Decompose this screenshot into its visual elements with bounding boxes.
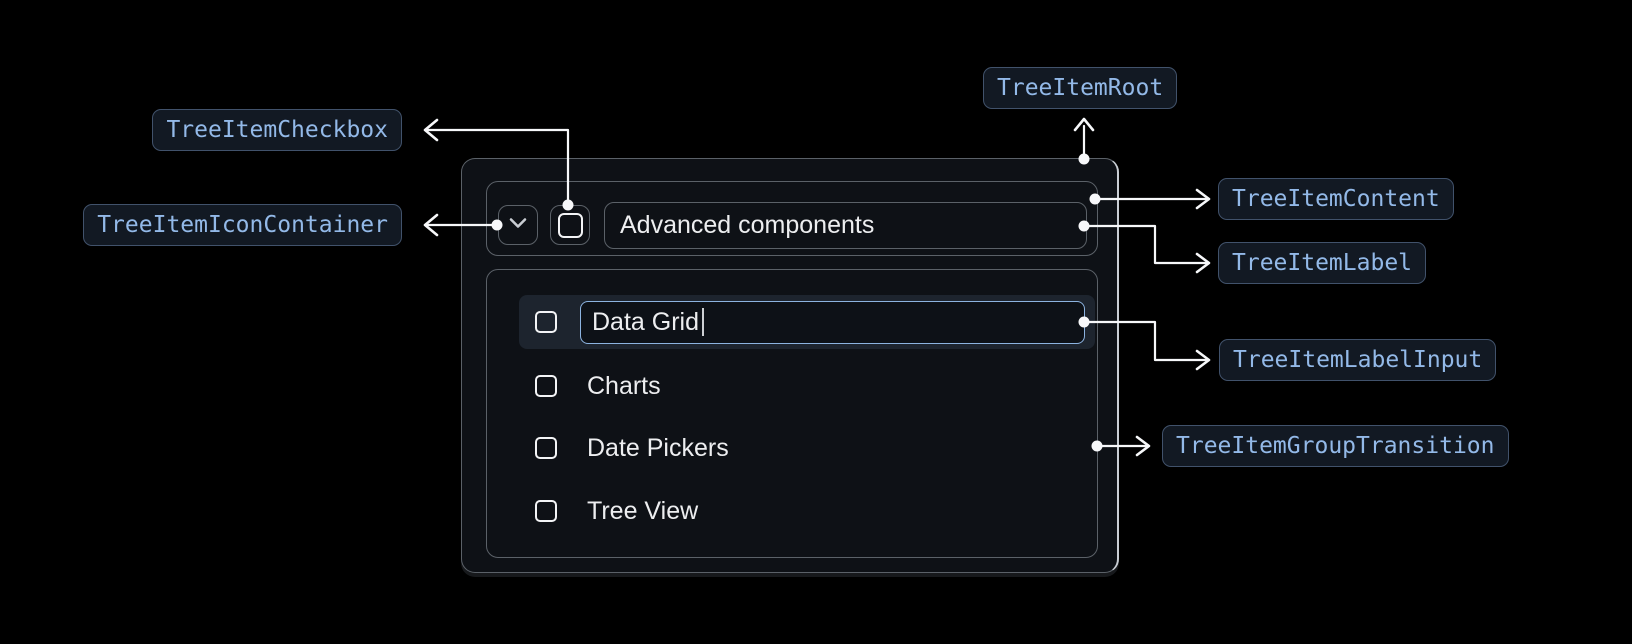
annotation-tree-item-checkbox: TreeItemCheckbox — [152, 109, 402, 151]
checkbox-unchecked-icon — [557, 212, 583, 238]
annotation-tree-item-icon-container: TreeItemIconContainer — [83, 204, 402, 246]
tree-item-group-transition: Data Grid Charts Date Pickers Tree View — [486, 269, 1098, 558]
tree-item-row-date-pickers[interactable]: Date Pickers — [519, 421, 1095, 475]
tree-item-label-input[interactable]: Data Grid — [580, 300, 1085, 344]
annotation-tree-item-content: TreeItemContent — [1218, 178, 1454, 220]
annotation-tree-item-root: TreeItemRoot — [983, 67, 1178, 109]
tree-item-root: Advanced components Data Grid Charts Dat… — [461, 158, 1119, 573]
tree-item-checkbox[interactable] — [535, 311, 557, 333]
tree-item-checkbox[interactable] — [535, 437, 557, 459]
tree-item-checkbox[interactable] — [550, 205, 590, 245]
tree-item-label: Date Pickers — [587, 433, 729, 462]
text-cursor — [701, 308, 704, 336]
tree-item-checkbox[interactable] — [535, 375, 557, 397]
annotation-tree-item-group-transition: TreeItemGroupTransition — [1162, 425, 1509, 467]
parent-label-text: Advanced components — [620, 211, 875, 239]
chevron-down-icon — [498, 203, 538, 248]
annotation-tree-item-label: TreeItemLabel — [1218, 242, 1427, 284]
tree-item-label: Charts — [587, 371, 661, 400]
expand-collapse-button[interactable] — [498, 205, 538, 245]
annotation-tree-item-label-input: TreeItemLabelInput — [1219, 339, 1497, 381]
tree-item-checkbox[interactable] — [535, 500, 557, 522]
tree-item-row-data-grid[interactable]: Data Grid — [519, 295, 1095, 349]
tree-item-label: Advanced components — [604, 202, 1087, 249]
tree-item-content[interactable]: Advanced components — [486, 181, 1098, 256]
tree-item-row-charts[interactable]: Charts — [519, 359, 1095, 413]
tree-item-label: Tree View — [587, 496, 699, 525]
label-input-value: Data Grid — [592, 307, 699, 336]
tree-item-row-tree-view[interactable]: Tree View — [519, 484, 1095, 538]
